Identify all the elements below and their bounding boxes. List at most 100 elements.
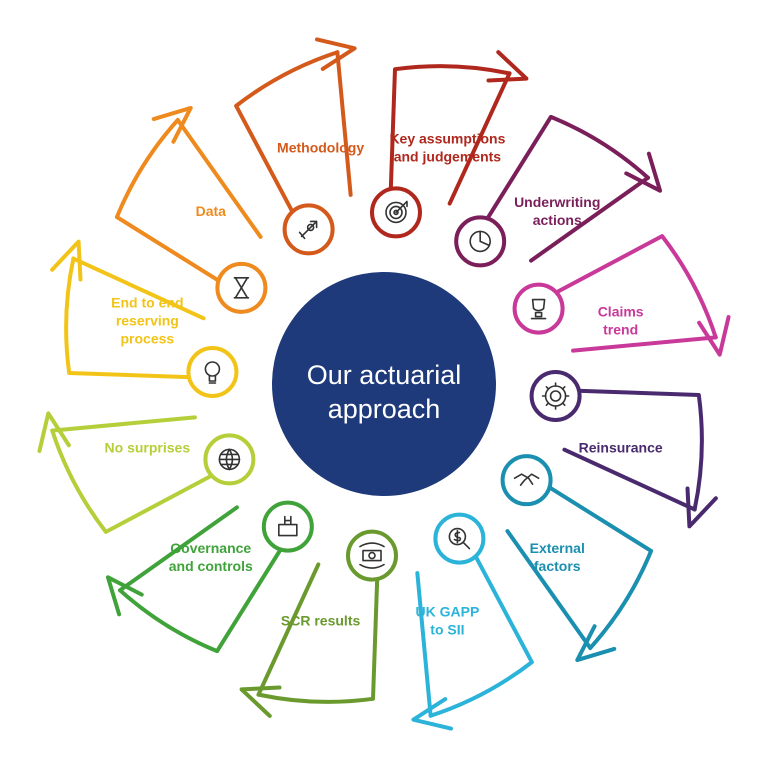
label-governance-line1: Governance [170,540,251,556]
glyph-part [385,201,407,224]
segment-outline-data [114,118,259,307]
label-end-to-end-line2: reserving [116,313,179,329]
segment-outline-no-surprises [50,428,254,534]
icon-ring-external-factors [500,454,553,507]
label-key-assumptions-line1: Key assumptions [389,130,505,146]
icon-ring-uk-gapp [433,512,486,565]
label-end-to-end-line3: process [120,331,174,347]
glyph-part [513,473,540,486]
segment-scr-results: SCR results [239,531,381,718]
arrowhead-reinsurance [685,486,718,529]
globe-icon [203,433,256,486]
segments-layer: End to end reserving process Data Methodolog… [37,37,731,731]
segment-edge-no-surprises [50,415,197,433]
center-title-line2: approach [328,394,441,424]
label-claims-trend-line1: Claims [598,304,644,320]
glyph-part [545,386,550,390]
arrowhead-methodology [315,37,357,71]
glyph-part [389,205,403,220]
segment-governance: Governance and controls [105,505,307,654]
arrowhead-key-assumptions [486,50,529,83]
segment-outline-methodology [234,50,340,254]
label-data-line1: Data [196,203,227,219]
segment-edge-uk-gapp [415,571,433,718]
glyph-part [368,551,376,560]
gear-icon [529,369,582,422]
segment-edge-key-assumptions [447,71,512,206]
segment-external-factors: External factors [505,461,654,663]
segment-data: Data [114,105,263,307]
segment-claims-trend: Claims trend [514,234,731,357]
segment-outline-scr-results [256,531,381,704]
glyph-part [300,220,318,238]
arrowhead-no-surprises [37,411,71,453]
glyph-part [278,515,298,537]
label-methodology-line1: Methodology [277,139,364,155]
segment-edge-scr-results [256,562,321,697]
glyph-part [393,209,399,216]
glyph-part [479,230,490,247]
handshake-icon [500,454,553,507]
scales-icon [261,500,314,553]
glyph-part [530,298,547,320]
arrowhead-external-factors [575,624,617,663]
label-claims-trend-line2: trend [603,322,638,338]
glyph-part [306,223,315,232]
glyph-part [561,402,566,406]
rocket-icon [282,203,335,256]
label-no-surprises-line1: No surprises [105,439,191,455]
segment-end-to-end: End to end reserving process [50,239,237,381]
segment-no-surprises: No surprises [37,411,254,534]
label-underwriting-line1: Underwriting [514,194,600,210]
icon-ring-scr-results [346,529,399,582]
segment-outline-governance [118,509,307,654]
glyph-part [298,231,306,240]
segment-edge-external-factors [505,529,593,650]
glyph-part [218,448,241,471]
trophy-icon [512,282,565,335]
segment-outline-uk-gapp [428,514,534,718]
icons-layer [186,186,582,582]
label-scr-results-line1: SCR results [281,613,361,629]
arrowhead-scr-results [239,685,282,718]
segment-outline-external-factors [509,461,654,650]
arrowhead-end-to-end [50,239,83,282]
pie-chart-icon [454,215,507,268]
segment-edge-methodology [335,50,353,197]
icon-ring-claims-trend [512,282,565,335]
segment-outline-reinsurance [531,387,704,512]
center-circle [272,272,496,496]
icon-ring-governance [261,500,314,553]
glyph-part [561,386,566,390]
segment-outline-claims-trend [514,234,718,340]
glyph-part [549,390,562,402]
icon-ring-end-to-end [186,346,239,399]
label-key-assumptions-line2: and judgements [394,148,502,164]
segment-outline-underwriting [461,114,650,259]
label-uk-gapp-line2: to SII [430,622,464,638]
label-end-to-end-line1: End to end [111,295,183,311]
segment-edge-reinsurance [562,447,697,512]
label-external-factors-line1: External [530,540,585,556]
label-external-factors-line2: factors [534,558,581,574]
lightbulb-icon [186,346,239,399]
icon-ring-reinsurance [529,369,582,422]
label-governance-line2: and controls [169,558,253,574]
segment-edge-underwriting [529,175,650,263]
glyph-part [462,541,471,550]
segment-outline-key-assumptions [387,64,512,237]
center-title-line1: Our actuarial [307,360,462,390]
segment-edge-end-to-end [71,256,206,321]
segment-reinsurance: Reinsurance [531,387,718,529]
glyph-part [362,549,382,562]
arrowhead-data [151,105,193,144]
hourglass-icon [215,261,268,314]
center-hub: Our actuarial approach [272,272,496,496]
arrowhead-claims-trend [697,315,731,357]
target-icon [369,186,422,239]
arrowhead-underwriting [624,151,663,193]
segment-edge-governance [118,505,239,593]
